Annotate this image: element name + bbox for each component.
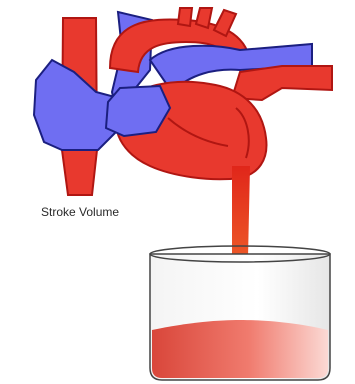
blood-pool bbox=[152, 320, 328, 378]
arch-branch-2 bbox=[196, 8, 212, 28]
stroke-volume-label: Stroke Volume bbox=[41, 205, 119, 219]
pulmonary-veins bbox=[232, 66, 332, 100]
arch-branch-1 bbox=[178, 8, 192, 26]
